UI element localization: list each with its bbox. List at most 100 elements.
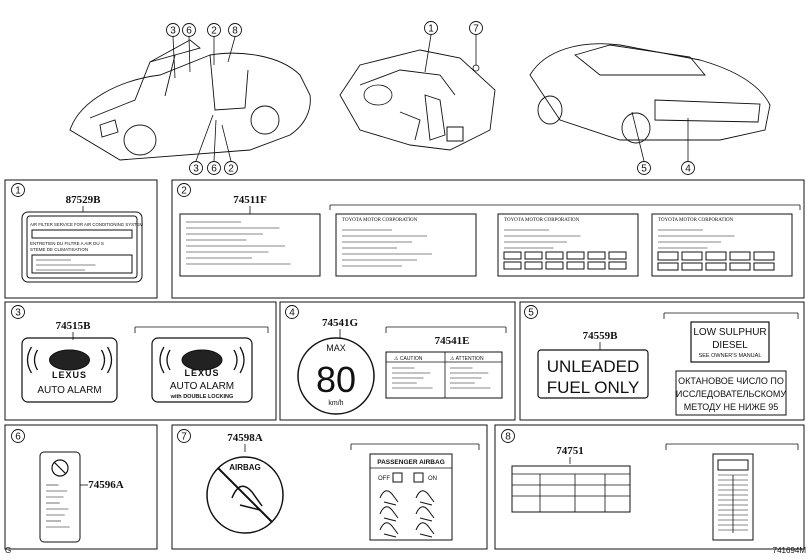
label-87529B-line1: AIR FILTER SERVICE FOR AIR CONDITIONING … bbox=[30, 222, 143, 227]
label-cell bbox=[681, 262, 703, 271]
diesel-line1: LOW SULPHUR bbox=[693, 327, 766, 338]
tall-label-74751-header bbox=[717, 459, 749, 471]
passenger-airbag-header: PASSENGER AIRBAG bbox=[377, 459, 445, 466]
car3-wheel-rear bbox=[621, 112, 651, 144]
callout-number: 3 bbox=[193, 164, 199, 175]
octane-label bbox=[675, 370, 787, 416]
octane-line2: ИССЛЕДОВАТЕЛЬСКОМУ bbox=[676, 389, 786, 399]
label-cell bbox=[587, 251, 606, 260]
part-number-74541G: 74541G bbox=[322, 317, 359, 329]
seat-position-icon bbox=[379, 506, 399, 522]
label-cell bbox=[587, 261, 606, 270]
alarm-subtext: with DOUBLE LOCKING bbox=[170, 394, 234, 400]
car1-wheel-rear bbox=[250, 105, 280, 135]
car1-headlight bbox=[99, 119, 119, 138]
leader bbox=[424, 34, 432, 73]
label-87529B-inner bbox=[26, 215, 138, 279]
callout-circle bbox=[228, 23, 242, 37]
car3-body bbox=[529, 43, 771, 141]
unleaded-line1: UNLEADED bbox=[547, 357, 640, 376]
callout-circle bbox=[424, 21, 438, 35]
callout-circle bbox=[469, 21, 483, 35]
footer-right: 741694M bbox=[773, 546, 807, 555]
panel-3-frame bbox=[4, 301, 277, 421]
label-87529B-line2: ENTRETIEN DU FILTRE A AIR DU S bbox=[30, 241, 104, 246]
caution-label bbox=[385, 351, 503, 399]
callout-number: 8 bbox=[505, 432, 511, 443]
callout-number: 3 bbox=[15, 308, 21, 319]
child-seat-icon bbox=[231, 485, 263, 511]
callout-number: 7 bbox=[473, 24, 479, 35]
seat-position-icon bbox=[415, 522, 435, 538]
callout-number: 2 bbox=[211, 26, 217, 37]
seat-position-icon bbox=[379, 522, 399, 538]
alarm-label-b bbox=[151, 337, 253, 403]
label-87529B bbox=[21, 211, 143, 283]
label-cell bbox=[608, 261, 627, 270]
diesel-line3: SEE OWNER'S MANUAL bbox=[699, 353, 762, 359]
label-87529B-line3: STEME DE CLIMATISATION bbox=[30, 247, 88, 252]
label-87529B-box2 bbox=[31, 254, 133, 274]
label-cell bbox=[753, 251, 775, 261]
callout-circle bbox=[224, 161, 238, 175]
panel-4-number bbox=[285, 305, 299, 319]
callout-circle bbox=[681, 161, 695, 175]
tire-info-label bbox=[511, 465, 631, 513]
callout-circle bbox=[207, 161, 221, 175]
unleaded-label bbox=[537, 349, 649, 399]
caution-header: ⚠ CAUTION bbox=[394, 356, 423, 362]
part-number-74559B: 74559B bbox=[583, 330, 619, 342]
car1-wheel-front bbox=[123, 124, 157, 156]
label-cell bbox=[503, 261, 522, 270]
label-74511F-a bbox=[179, 213, 321, 277]
label-cell bbox=[681, 251, 703, 261]
leader bbox=[188, 36, 191, 73]
alarm-lexus-logo: LEXUS bbox=[52, 370, 87, 380]
leader bbox=[221, 124, 232, 162]
part-number-87529B: 87529B bbox=[66, 194, 102, 206]
alarm-wave-icon bbox=[159, 346, 245, 374]
label-cell bbox=[729, 262, 751, 271]
callout-circle bbox=[207, 23, 221, 37]
label-74511F-b-header: TOYOTA MOTOR CORPORATION bbox=[342, 218, 418, 223]
callout-anchor bbox=[472, 64, 480, 72]
label-cell bbox=[729, 251, 751, 261]
callout-number: 7 bbox=[181, 432, 187, 443]
panel-3-number bbox=[11, 305, 25, 319]
car-silhouette-icon bbox=[181, 349, 223, 371]
label-cell bbox=[545, 261, 564, 270]
octane-line1: ОКТАНОВОЕ ЧИСЛО ПО bbox=[678, 376, 784, 386]
airbag-slash bbox=[217, 467, 273, 523]
panel-1-frame bbox=[4, 179, 158, 299]
part-number-74511F: 74511F bbox=[233, 194, 267, 206]
label-cell bbox=[657, 262, 679, 271]
panel-6-frame bbox=[4, 424, 158, 550]
callout-circle bbox=[166, 23, 180, 37]
seat-position-icon bbox=[415, 490, 435, 506]
car1-door-line bbox=[209, 54, 249, 111]
label-74511F-c bbox=[497, 213, 639, 277]
seat-position-icon bbox=[379, 490, 399, 506]
callout-number: 4 bbox=[685, 164, 691, 175]
airbag-text: AIRBAG bbox=[229, 463, 261, 472]
car1-hood-raised bbox=[149, 39, 201, 63]
car-silhouette-icon bbox=[49, 349, 90, 371]
speed-limit-sign bbox=[297, 337, 375, 415]
label-cell bbox=[524, 251, 543, 260]
part-number-74598A: 74598A bbox=[227, 432, 263, 444]
panel-2-number bbox=[177, 183, 191, 197]
callout-number: 6 bbox=[186, 26, 192, 37]
label-cell bbox=[705, 251, 727, 261]
callout-circle bbox=[182, 23, 196, 37]
tall-label-74596A bbox=[39, 451, 81, 543]
car2-dash bbox=[359, 69, 456, 96]
leader bbox=[172, 36, 176, 79]
panel-5-frame bbox=[519, 301, 805, 421]
callout-number: 1 bbox=[428, 24, 434, 35]
panel-5-number bbox=[524, 305, 538, 319]
airbag-off-indicator-icon bbox=[392, 472, 403, 483]
label-74511F-d bbox=[651, 213, 793, 277]
panel-8-frame bbox=[494, 424, 805, 550]
